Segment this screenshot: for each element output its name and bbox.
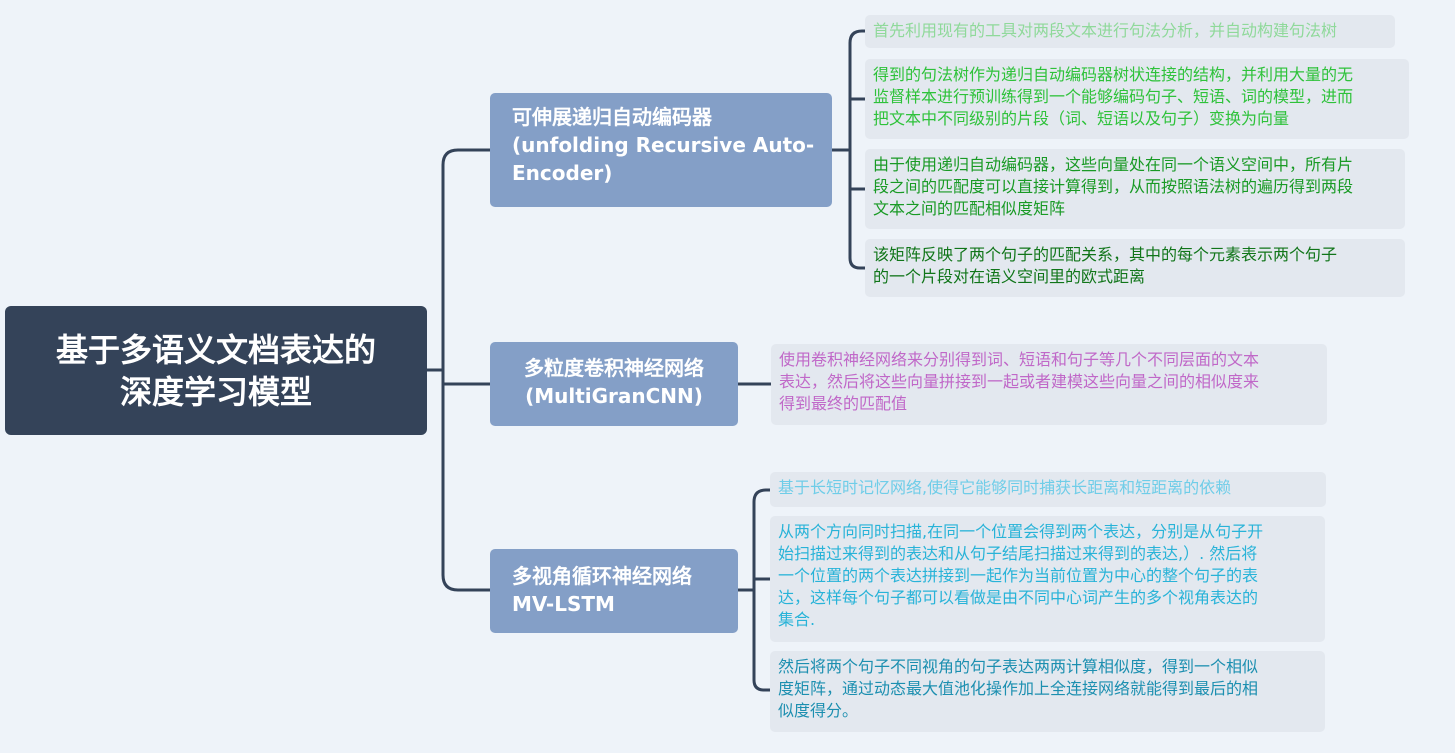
leaf-text: 该矩阵反映了两个句子的匹配关系，其中的每个元素表示两个句子 的一个片段对在语义空… (873, 245, 1338, 286)
branch-label: 多视角循环神经网络 MV-LSTM (512, 564, 692, 616)
leaf-trunk (752, 488, 772, 692)
leaf-text: 从两个方向同时扫描,在同一个位置会得到两个表达，分别是从句子开 始扫描过来得到的… (778, 522, 1264, 629)
root-topic-label: 基于多语义文档表达的 深度学习模型 (55, 330, 376, 411)
leaf-topic[interactable]: 得到的句法树作为递归自动编码器树状连接的结构，并利用大量的无 监督样本进行预训练… (865, 59, 1409, 139)
branch-unfolding-rae[interactable]: 可伸展递归自动编码器 (unfolding Recursive Auto- En… (490, 93, 832, 207)
branch-mv-lstm[interactable]: 多视角循环神经网络 MV-LSTM (490, 549, 738, 633)
root-topic[interactable]: 基于多语义文档表达的 深度学习模型 (5, 306, 427, 435)
branch-trunk (441, 148, 492, 592)
leaf-topic[interactable]: 基于长短时记忆网络,使得它能够同时捕获长距离和短距离的依赖 (770, 472, 1326, 507)
leaf-text: 使用卷积神经网络来分别得到词、短语和句子等几个不同层面的文本 表达，然后将这些向… (779, 350, 1260, 413)
branch-label: 可伸展递归自动编码器 (unfolding Recursive Auto- En… (512, 105, 815, 185)
leaf-topic[interactable]: 该矩阵反映了两个句子的匹配关系，其中的每个元素表示两个句子 的一个片段对在语义空… (865, 239, 1405, 297)
leaf-topic[interactable]: 首先利用现有的工具对两段文本进行句法分析，并自动构建句法树 (865, 15, 1395, 48)
leaf-topic[interactable]: 使用卷积神经网络来分别得到词、短语和句子等几个不同层面的文本 表达，然后将这些向… (771, 344, 1327, 425)
branch-multigrancnn[interactable]: 多粒度卷积神经网络 (MultiGranCNN) (490, 342, 738, 426)
leaf-topic[interactable]: 由于使用递归自动编码器，这些向量处在同一个语义空间中，所有片 段之间的匹配度可以… (865, 149, 1405, 229)
leaf-topic[interactable]: 然后将两个句子不同视角的句子表达两两计算相似度，得到一个相似 度矩阵，通过动态最… (770, 651, 1325, 732)
branch-label: 多粒度卷积神经网络 (MultiGranCNN) (524, 356, 704, 408)
leaf-text: 然后将两个句子不同视角的句子表达两两计算相似度，得到一个相似 度矩阵，通过动态最… (778, 657, 1259, 720)
leaf-text: 得到的句法树作为递归自动编码器树状连接的结构，并利用大量的无 监督样本进行预训练… (873, 65, 1354, 128)
leaf-trunk (848, 29, 867, 270)
leaf-text: 由于使用递归自动编码器，这些向量处在同一个语义空间中，所有片 段之间的匹配度可以… (873, 155, 1354, 218)
leaf-text: 基于长短时记忆网络,使得它能够同时捕获长距离和短距离的依赖 (778, 478, 1232, 497)
leaf-topic[interactable]: 从两个方向同时扫描,在同一个位置会得到两个表达，分别是从句子开 始扫描过来得到的… (770, 516, 1325, 642)
leaf-text: 首先利用现有的工具对两段文本进行句法分析，并自动构建句法树 (873, 21, 1338, 40)
